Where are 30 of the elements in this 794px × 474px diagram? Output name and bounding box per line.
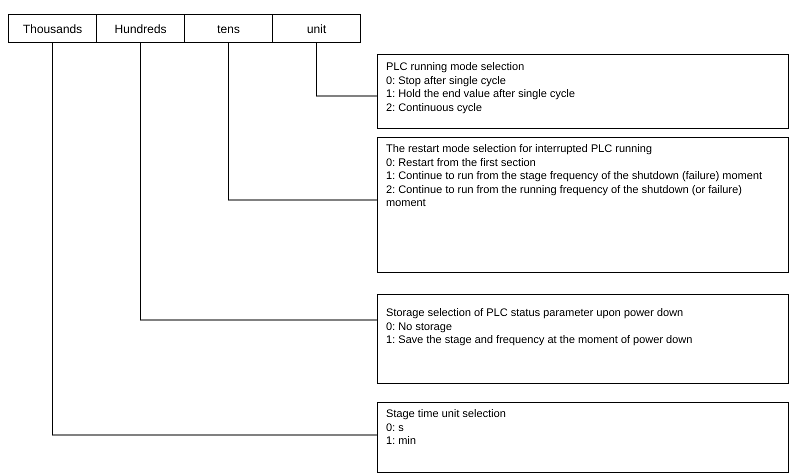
option-text: 1: min: [386, 435, 417, 448]
digit-label: unit: [306, 22, 326, 36]
option-text: 2: Continue to run from the running frequency of the shutdown (or failure) moment: [386, 184, 743, 210]
option-text: 0: No storage: [386, 320, 454, 334]
digit-box: [272, 14, 361, 43]
description-heading: PLC running mode selection: [386, 61, 526, 74]
digit-label: Hundreds: [114, 22, 167, 36]
digit-box: [8, 14, 97, 43]
option-text: 2: Continuous cycle: [386, 102, 483, 115]
option-text: 1: Hold the end value after single cycle: [386, 88, 576, 102]
option-text: 1: Continue to run from the stage frequency of the shutdown (failure) moment: [386, 170, 764, 184]
digit-box: [184, 14, 273, 43]
option-text: 0: Restart from the first section: [386, 156, 537, 170]
option-text: 0: s: [386, 422, 405, 435]
connector-line: [316, 42, 378, 96]
description-heading: Storage selection of PLC status parameter upon power down: [386, 307, 684, 320]
description-heading: Stage time unit selection: [386, 408, 507, 422]
connector-line: [228, 42, 378, 200]
digit-label: tens: [217, 22, 240, 36]
description-box: [377, 294, 789, 384]
description-box: [377, 137, 789, 273]
description-box: [377, 54, 789, 129]
option-text: 0: Stop after single cycle: [386, 74, 507, 88]
option-text: 1: Save the stage and frequency at the moment of power down: [386, 334, 694, 348]
digit-box: [96, 14, 185, 43]
description-heading: The restart mode selection for interrupted PLC running: [386, 143, 653, 156]
connector-line: [52, 42, 378, 436]
connector-line: [140, 42, 378, 320]
digit-label: Thousands: [22, 22, 82, 36]
description-box: [377, 402, 789, 473]
